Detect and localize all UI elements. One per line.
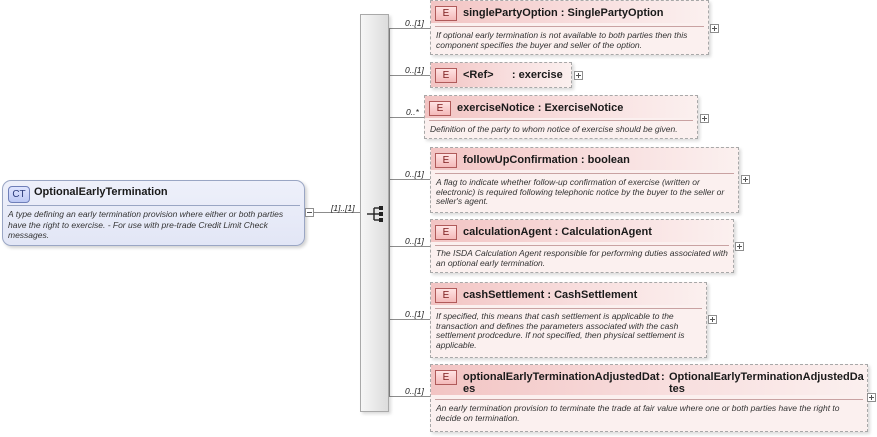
element-name-text: singlePartyOption (463, 7, 558, 19)
type-separator: : (551, 226, 562, 238)
complex-type-name: OptionalEarlyTermination (34, 186, 168, 198)
element-name: exerciseNotice : ExerciseNotice (457, 102, 623, 114)
element-ref-text: <Ref> (463, 69, 494, 81)
element-divider (435, 399, 863, 400)
element-box-follow-up-confirmation[interactable]: E followUpConfirmation : boolean A flag … (430, 147, 739, 213)
type-separator: : (557, 7, 568, 19)
element-box-exercise-notice[interactable]: E exerciseNotice : ExerciseNotice Defini… (424, 95, 698, 139)
expand-icon[interactable] (735, 242, 744, 251)
element-divider (435, 173, 734, 174)
element-box-cash-settlement[interactable]: E cashSettlement : CashSettlement If spe… (430, 282, 707, 358)
element-type: boolean (587, 154, 630, 166)
connector-element (389, 75, 430, 76)
connector-ct-sequence (314, 212, 360, 213)
element-type: SinglePartyOption (567, 7, 664, 19)
element-name: followUpConfirmation : boolean (463, 154, 630, 166)
expand-icon[interactable] (700, 114, 709, 123)
complex-type-box[interactable]: CT OptionalEarlyTermination A type defin… (2, 180, 305, 246)
element-documentation: A flag to indicate whether follow-up con… (436, 177, 725, 206)
element-multiplicity: 0..[1] (405, 309, 424, 319)
element-header (431, 365, 867, 395)
element-documentation: If specified, this means that cash settl… (436, 311, 685, 350)
connector-element (389, 246, 430, 247)
element-badge: E (429, 101, 451, 116)
connector-element (389, 179, 430, 180)
element-documentation: The ISDA Calculation Agent responsible f… (436, 248, 728, 268)
element-documentation: If optional early termination is not ava… (436, 30, 688, 50)
element-name: cashSettlement : CashSettlement (463, 289, 637, 301)
element-type: OptionalEarlyTerminationAdjustedDates (669, 371, 864, 395)
element-badge: E (435, 68, 457, 83)
complex-type-badge: CT (8, 186, 30, 203)
element-multiplicity: 0..[1] (405, 18, 424, 28)
element-name: <Ref> : exercise (463, 69, 563, 81)
sequence-multiplicity: [1]..[1] (331, 203, 355, 213)
element-name: singlePartyOption : SinglePartyOption (463, 7, 664, 19)
element-type: CashSettlement (554, 289, 638, 301)
element-name-text: cashSettlement (463, 289, 545, 301)
element-header (431, 283, 706, 305)
element-header (431, 220, 733, 242)
element-multiplicity: 0..* (406, 107, 419, 117)
sequence-icon (367, 206, 383, 222)
expand-icon[interactable] (574, 71, 583, 80)
element-type: CalculationAgent (561, 226, 652, 238)
element-name-text: calculationAgent (463, 226, 552, 238)
element-box-optional-early-termination-adjusted-dates[interactable]: E optionalEarlyTerminationAdjustedDates … (430, 364, 868, 432)
element-badge: E (435, 153, 457, 168)
element-header (425, 96, 697, 118)
element-documentation: Definition of the party to whom notice o… (430, 124, 678, 134)
expand-icon[interactable] (867, 393, 876, 402)
element-badge: E (435, 288, 457, 303)
element-badge: E (435, 6, 457, 21)
collapse-icon[interactable] (305, 208, 314, 217)
element-header (431, 148, 738, 170)
element-divider (435, 245, 729, 246)
connector-element (389, 117, 424, 118)
type-separator: : (661, 371, 665, 383)
element-multiplicity: 0..[1] (405, 65, 424, 75)
complex-type-documentation: A type defining an early termination pro… (8, 209, 284, 240)
element-multiplicity: 0..[1] (405, 386, 424, 396)
element-name-text: followUpConfirmation (463, 154, 578, 166)
element-documentation: An early termination provision to termin… (436, 403, 840, 423)
element-header (431, 1, 708, 23)
type-separator: : (534, 102, 545, 114)
connector-element (389, 396, 430, 397)
type-separator: : (577, 154, 588, 166)
element-type: ExerciseNotice (544, 102, 624, 114)
element-multiplicity: 0..[1] (405, 169, 424, 179)
connector-element (389, 319, 430, 320)
element-box-calculation-agent[interactable]: E calculationAgent : CalculationAgent Th… (430, 219, 734, 273)
expand-icon[interactable] (710, 24, 719, 33)
expand-icon[interactable] (741, 175, 750, 184)
element-divider (435, 308, 702, 309)
element-box-single-party-option[interactable]: E singlePartyOption : SinglePartyOption … (430, 0, 709, 55)
element-multiplicity: 0..[1] (405, 236, 424, 246)
element-name-text: exerciseNotice (457, 102, 535, 114)
type-separator: : (544, 289, 555, 301)
element-type: exercise (518, 69, 563, 81)
element-name: optionalEarlyTerminationAdjustedDates (463, 371, 660, 395)
element-badge: E (435, 225, 457, 240)
element-divider (429, 120, 693, 121)
complex-type-divider (7, 205, 300, 206)
element-badge: E (435, 370, 457, 385)
element-divider (435, 26, 704, 27)
element-name: calculationAgent : CalculationAgent (463, 226, 652, 238)
element-box-exercise-ref[interactable]: E <Ref> : exercise (430, 62, 572, 88)
type-separator: : (493, 69, 519, 81)
expand-icon[interactable] (708, 315, 717, 324)
connector-element (389, 28, 430, 29)
sequence-compositor[interactable] (360, 14, 389, 412)
